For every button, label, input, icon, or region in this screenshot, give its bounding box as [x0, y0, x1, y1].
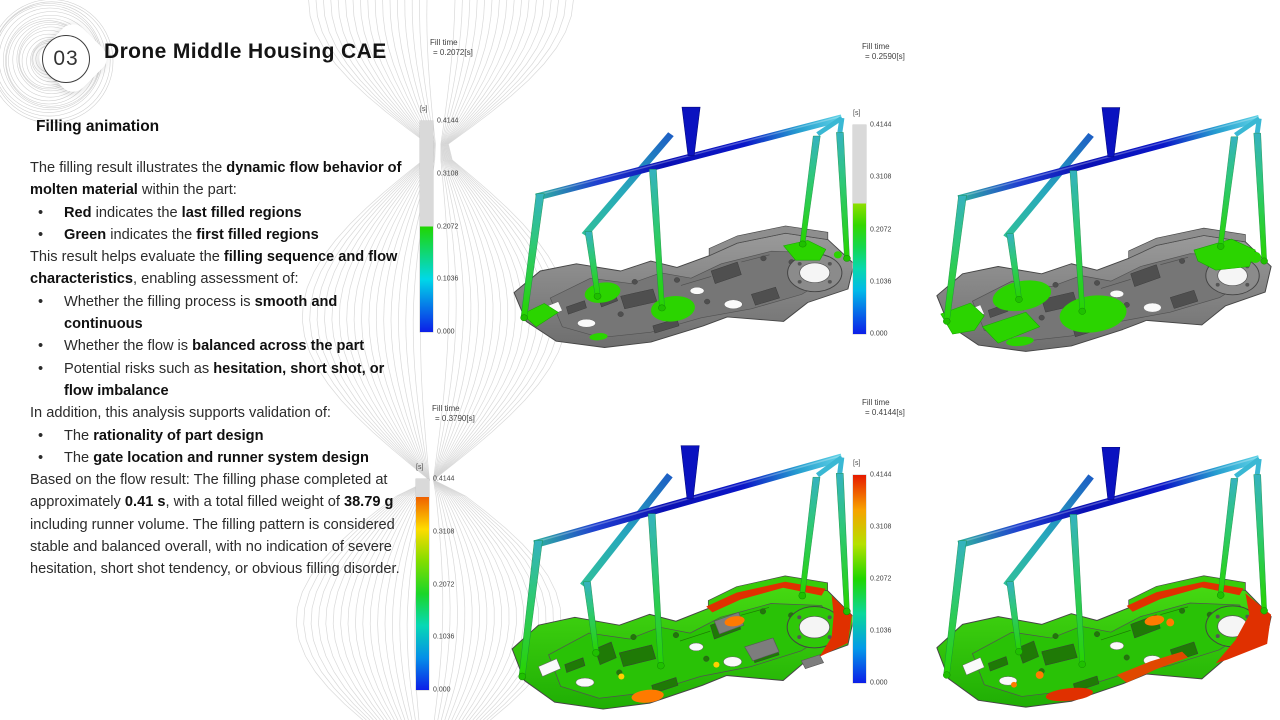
cae-model-render	[513, 106, 855, 348]
tick-label: 0.3108	[870, 173, 892, 181]
body-text: The filling result illustrates the dynam…	[30, 157, 410, 581]
cae-model-render	[936, 446, 1272, 708]
badge-circle: 03	[42, 35, 90, 83]
tick-label: 0.2072	[870, 575, 892, 583]
tick-label: 0.2072	[870, 226, 892, 233]
colorbar-ticks: 0.4144 0.3108 0.2072 0.1036 0.000	[420, 118, 458, 336]
bullet-line: •Red indicates the last filled regions	[30, 202, 410, 224]
fill-time-legend: Fill time = 0.4144[s]	[862, 398, 905, 417]
bullet-marker: •	[38, 338, 44, 355]
tick-label: 0.1036	[433, 633, 455, 641]
section-number: 03	[53, 47, 79, 70]
tick-label: 0.4144	[437, 117, 459, 125]
cae-model-render	[511, 445, 855, 710]
colorbar	[853, 125, 866, 334]
legend-title: Fill time	[862, 398, 890, 407]
tick-label: 0.000	[870, 330, 888, 338]
bullet-line: •The gate location and runner system des…	[30, 447, 410, 469]
cae-model-render	[936, 107, 1272, 352]
section-heading: Filling animation	[36, 118, 160, 135]
tick-label: 0.4144	[870, 121, 892, 129]
colorbar	[853, 475, 866, 683]
legend-value: = 0.2072[s]	[433, 47, 473, 57]
bullet-marker: •	[38, 449, 44, 466]
legend-title: Fill time	[862, 42, 890, 51]
bullet-marker: •	[38, 293, 44, 310]
colorbar-ticks: 0.4144 0.3108 0.2072 0.1036 0.000	[853, 122, 891, 338]
colorbar-unit: [s]	[416, 464, 424, 471]
tick-label: 0.000	[433, 686, 451, 694]
tick-label: 0.1036	[870, 278, 892, 286]
tick-label: 0.2072	[437, 223, 459, 230]
tick-label: 0.000	[437, 328, 455, 336]
bullet-marker: •	[38, 204, 44, 221]
bullet-marker: •	[38, 427, 44, 444]
text-line: Based on the flow result: The filling ph…	[30, 472, 400, 578]
text-line: In addition, this analysis supports vali…	[30, 405, 331, 422]
bullet-line: •The rationality of part design	[30, 425, 410, 447]
tick-label: 0.3108	[433, 528, 455, 536]
text-line: The filling result illustrates the dynam…	[30, 160, 402, 199]
section-number-badge: 03	[33, 18, 113, 98]
tick-label: 0.4144	[433, 475, 455, 483]
colorbar-ticks: 0.4144 0.3108 0.2072 0.1036 0.000	[853, 472, 891, 687]
slide-title: Drone Middle Housing CAE	[104, 40, 387, 63]
legend-value: = 0.4144[s]	[865, 407, 905, 417]
fill-time-legend: Fill time = 0.2072[s]	[430, 38, 473, 57]
tick-label: 0.2072	[433, 581, 455, 588]
legend-title: Fill time	[432, 404, 460, 413]
legend-value: = 0.2590[s]	[865, 51, 905, 61]
tick-label: 0.3108	[870, 523, 892, 531]
bullet-line: •Potential risks such as hesitation, sho…	[30, 358, 410, 403]
flow-lines-decoration	[295, 0, 574, 720]
fill-time-legend: Fill time = 0.3790[s]	[432, 404, 475, 423]
colorbar-unit: [s]	[420, 106, 428, 113]
text-line: This result helps evaluate the filling s…	[30, 249, 398, 288]
bullet-line: •Green indicates the first filled region…	[30, 224, 410, 246]
colorbar-unit: [s]	[853, 460, 861, 467]
bullet-line: •Whether the flow is balanced across the…	[30, 335, 410, 357]
tick-label: 0.4144	[870, 471, 892, 479]
legend-value: = 0.3790[s]	[435, 413, 475, 423]
tick-label: 0.000	[870, 679, 888, 687]
bullet-marker: •	[38, 226, 44, 243]
colorbar-unit: [s]	[853, 110, 861, 117]
tick-label: 0.1036	[870, 627, 892, 635]
colorbar-ticks: 0.4144 0.3108 0.2072 0.1036 0.000	[416, 476, 454, 694]
legend-title: Fill time	[430, 38, 458, 47]
fill-time-legend: Fill time = 0.2590[s]	[862, 42, 905, 61]
colorbar	[416, 479, 429, 690]
colorbar	[420, 121, 433, 332]
tick-label: 0.1036	[437, 275, 459, 283]
bullet-line: •Whether the filling process is smooth a…	[30, 291, 410, 336]
bullet-marker: •	[38, 360, 44, 377]
tick-label: 0.3108	[437, 170, 459, 178]
